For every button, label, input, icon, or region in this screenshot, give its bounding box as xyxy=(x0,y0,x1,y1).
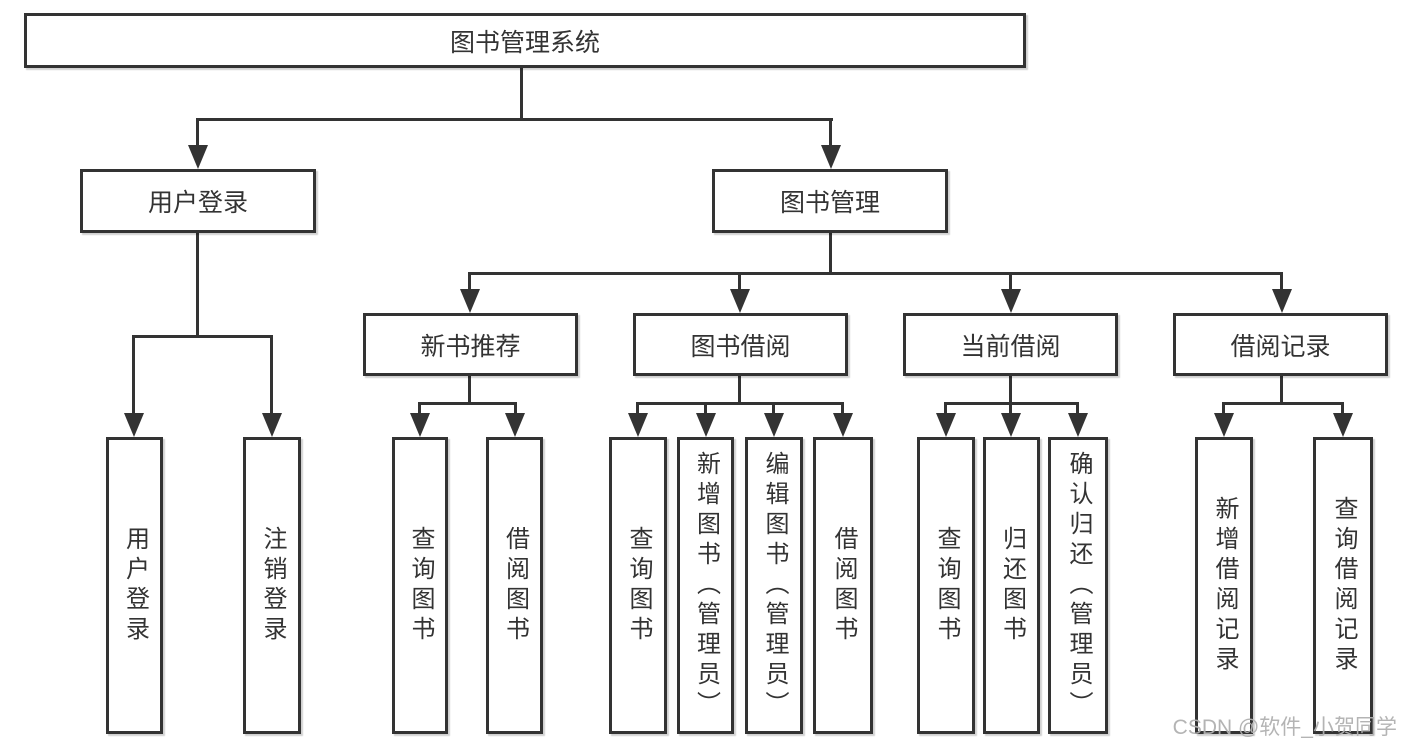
leaf-current-confirm-return-admin: 确认归还（管理员） xyxy=(1048,437,1108,734)
node-label: 新增借阅记录 xyxy=(1211,495,1238,676)
leaf-newbook-query-books: 查询图书 xyxy=(392,437,448,734)
node-label: 用户登录 xyxy=(121,525,149,646)
node-current-borrowing: 当前借阅 xyxy=(903,313,1118,376)
connector-line xyxy=(196,118,833,121)
node-label: 编辑图书（管理员） xyxy=(761,450,788,721)
node-label: 用户登录 xyxy=(147,189,248,217)
connector-line xyxy=(1076,402,1079,416)
arrowhead-down-icon xyxy=(764,413,784,437)
connector-line xyxy=(1009,272,1012,293)
node-label: 图书管理 xyxy=(779,189,880,217)
connector-line xyxy=(636,402,639,416)
leaf-current-return-books: 归还图书 xyxy=(983,437,1040,734)
arrowhead-down-icon xyxy=(1068,413,1088,437)
leaf-records-query-borrow-record: 查询借阅记录 xyxy=(1313,437,1373,734)
connector-line xyxy=(514,402,517,416)
arrowhead-down-icon xyxy=(628,413,648,437)
node-new-book-recommend: 新书推荐 xyxy=(363,313,578,376)
node-library-system: 图书管理系统 xyxy=(24,13,1026,68)
node-label: 图书管理系统 xyxy=(449,28,600,57)
node-book-borrowing: 图书借阅 xyxy=(633,313,848,376)
leaf-user-login: 用户登录 xyxy=(106,437,163,734)
connector-line xyxy=(772,402,775,416)
connector-line xyxy=(132,335,273,338)
arrowhead-down-icon xyxy=(730,289,750,313)
connector-line xyxy=(418,402,517,405)
leaf-records-add-borrow-record: 新增借阅记录 xyxy=(1195,437,1253,734)
connector-line xyxy=(468,272,471,293)
node-label: 查询图书 xyxy=(407,525,434,646)
leaf-borrow-edit-books-admin: 编辑图书（管理员） xyxy=(745,437,803,734)
arrowhead-down-icon xyxy=(1214,413,1234,437)
connector-line xyxy=(738,376,741,405)
arrowhead-down-icon xyxy=(1001,289,1021,313)
connector-line xyxy=(1009,376,1012,405)
connector-line xyxy=(132,335,135,416)
connector-line xyxy=(841,402,844,416)
arrowhead-down-icon xyxy=(821,145,841,169)
connector-line xyxy=(738,272,741,293)
node-label: 借阅图书 xyxy=(830,525,857,646)
node-label: 查询借阅记录 xyxy=(1330,495,1357,676)
leaf-logout: 注销登录 xyxy=(243,437,301,734)
arrowhead-down-icon xyxy=(262,413,282,437)
csdn-watermark: CSDN @软件_小贺同学 xyxy=(1172,716,1397,739)
node-user-login: 用户登录 xyxy=(80,169,316,233)
arrowhead-down-icon xyxy=(410,413,430,437)
connector-line xyxy=(1280,272,1283,293)
leaf-current-query-books: 查询图书 xyxy=(917,437,975,734)
node-label: 确认归还（管理员） xyxy=(1065,450,1092,721)
node-label: 当前借阅 xyxy=(960,332,1061,361)
node-label: 借阅记录 xyxy=(1230,332,1331,361)
arrowhead-down-icon xyxy=(1333,413,1353,437)
leaf-newbook-borrow-books: 借阅图书 xyxy=(486,437,543,734)
arrowhead-down-icon xyxy=(696,413,716,437)
connector-line xyxy=(468,272,1283,275)
leaf-borrow-add-books-admin: 新增图书（管理员） xyxy=(677,437,734,734)
arrowhead-down-icon xyxy=(188,145,208,169)
node-label: 图书借阅 xyxy=(690,332,791,361)
node-label: 新增图书（管理员） xyxy=(692,450,720,721)
connector-line xyxy=(1341,402,1344,416)
connector-line xyxy=(944,402,947,416)
arrowhead-down-icon xyxy=(936,413,956,437)
arrowhead-down-icon xyxy=(505,413,525,437)
arrowhead-down-icon xyxy=(124,413,144,437)
node-book-management: 图书管理 xyxy=(712,169,948,233)
arrowhead-down-icon xyxy=(1001,413,1021,437)
node-label: 查询图书 xyxy=(933,525,960,646)
leaf-borrow-query-books: 查询图书 xyxy=(609,437,667,734)
connector-line xyxy=(704,402,707,416)
connector-line xyxy=(1009,402,1012,416)
node-label: 新书推荐 xyxy=(420,332,521,361)
connector-line xyxy=(196,233,199,338)
connector-line xyxy=(520,68,523,120)
connector-line xyxy=(1222,402,1344,405)
node-label: 借阅图书 xyxy=(501,525,529,646)
connector-line xyxy=(636,402,844,405)
leaf-borrow-borrow-books: 借阅图书 xyxy=(813,437,873,734)
connector-line xyxy=(468,376,471,405)
node-borrowing-records: 借阅记录 xyxy=(1173,313,1388,376)
connector-line xyxy=(829,233,832,274)
node-label: 查询图书 xyxy=(625,525,652,646)
connector-line xyxy=(418,402,421,416)
connector-line xyxy=(1280,376,1283,405)
connector-line xyxy=(196,118,199,150)
node-label: 注销登录 xyxy=(259,525,286,646)
arrowhead-down-icon xyxy=(460,289,480,313)
connector-line xyxy=(1222,402,1225,416)
arrowhead-down-icon xyxy=(1272,289,1292,313)
connector-line xyxy=(270,335,273,416)
arrowhead-down-icon xyxy=(833,413,853,437)
node-label: 归还图书 xyxy=(998,525,1026,646)
connector-line xyxy=(829,118,832,150)
